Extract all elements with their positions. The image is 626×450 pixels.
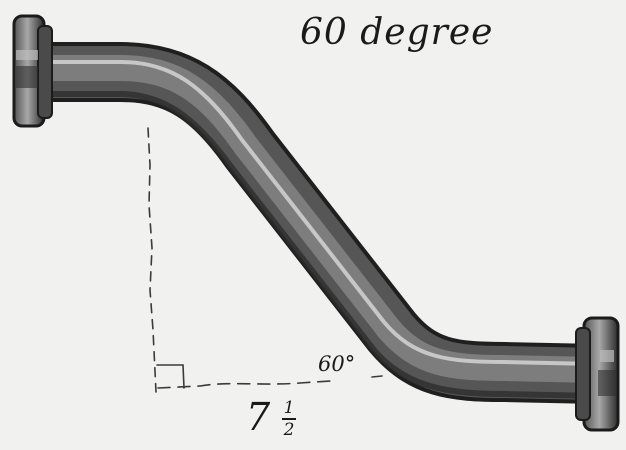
horizontal-reference-line (157, 380, 331, 389)
vertical-reference-line (147, 127, 157, 393)
right-flange (575, 316, 620, 432)
offset-pipe-fitting (12, 14, 620, 432)
measurement-whole: 7 (246, 395, 271, 439)
right-angle-marker (156, 364, 185, 389)
angle-tick (371, 375, 383, 378)
left-flange (12, 14, 53, 128)
fraction-numerator: 1 (283, 398, 295, 418)
pipe-highlight (42, 60, 598, 366)
fraction-bar (282, 418, 296, 420)
reference-lines (147, 127, 383, 393)
pipe-lower-shade (41, 91, 599, 399)
fraction-denominator: 2 (283, 420, 295, 440)
diagram-title: 60 degree (300, 12, 494, 53)
angle-label: 60° (318, 352, 356, 376)
measurement-fraction: 1 2 (280, 398, 298, 440)
